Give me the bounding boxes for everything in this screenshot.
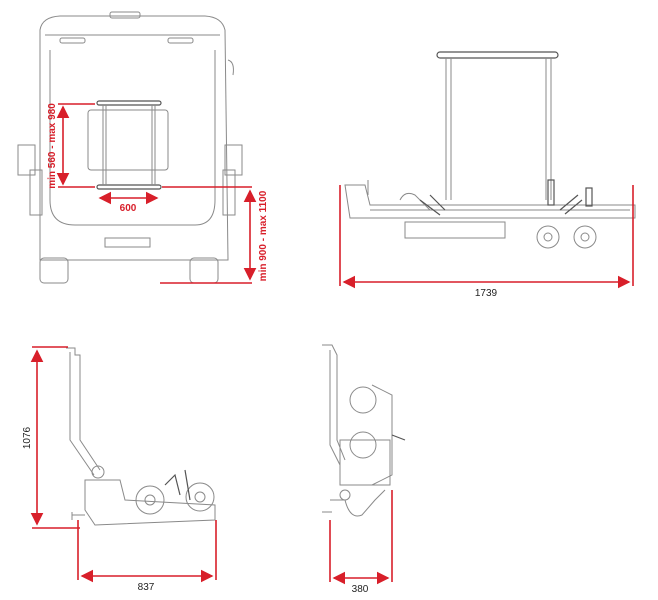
dimension-length: 1739 xyxy=(339,185,634,299)
dimension-folded-width: 380 xyxy=(329,490,393,595)
dimension-carrier-height: min 560 - max 980 xyxy=(47,103,95,189)
ground-clearance-label: min 900 - max 1100 xyxy=(258,190,269,281)
side-view: 1739 xyxy=(339,51,636,299)
dimension-ground-clearance: min 900 - max 1100 xyxy=(160,186,269,284)
bike-carrier-rear xyxy=(96,100,162,190)
bike-carrier-folded-side xyxy=(66,347,216,526)
folded-height-label: 1076 xyxy=(22,426,33,449)
dimension-folded-height: 1076 xyxy=(22,346,80,529)
camper-rear-outline xyxy=(17,11,243,284)
dimension-folded-depth: 837 xyxy=(77,520,217,593)
bike-carrier-folded-rear xyxy=(322,344,406,517)
folded-rear-view: 380 xyxy=(322,344,406,595)
length-label: 1739 xyxy=(475,288,498,299)
folded-width-label: 380 xyxy=(352,584,369,595)
carrier-height-label: min 560 - max 980 xyxy=(47,103,58,189)
dimension-carrier-width: 600 xyxy=(98,191,159,214)
bike-carrier-side xyxy=(344,51,636,249)
folded-side-view: 1076 837 xyxy=(22,346,217,593)
folded-depth-label: 837 xyxy=(138,582,155,593)
rear-view: min 560 - max 980 600 min 900 - max 1100 xyxy=(17,11,269,284)
carrier-width-label: 600 xyxy=(120,203,137,214)
